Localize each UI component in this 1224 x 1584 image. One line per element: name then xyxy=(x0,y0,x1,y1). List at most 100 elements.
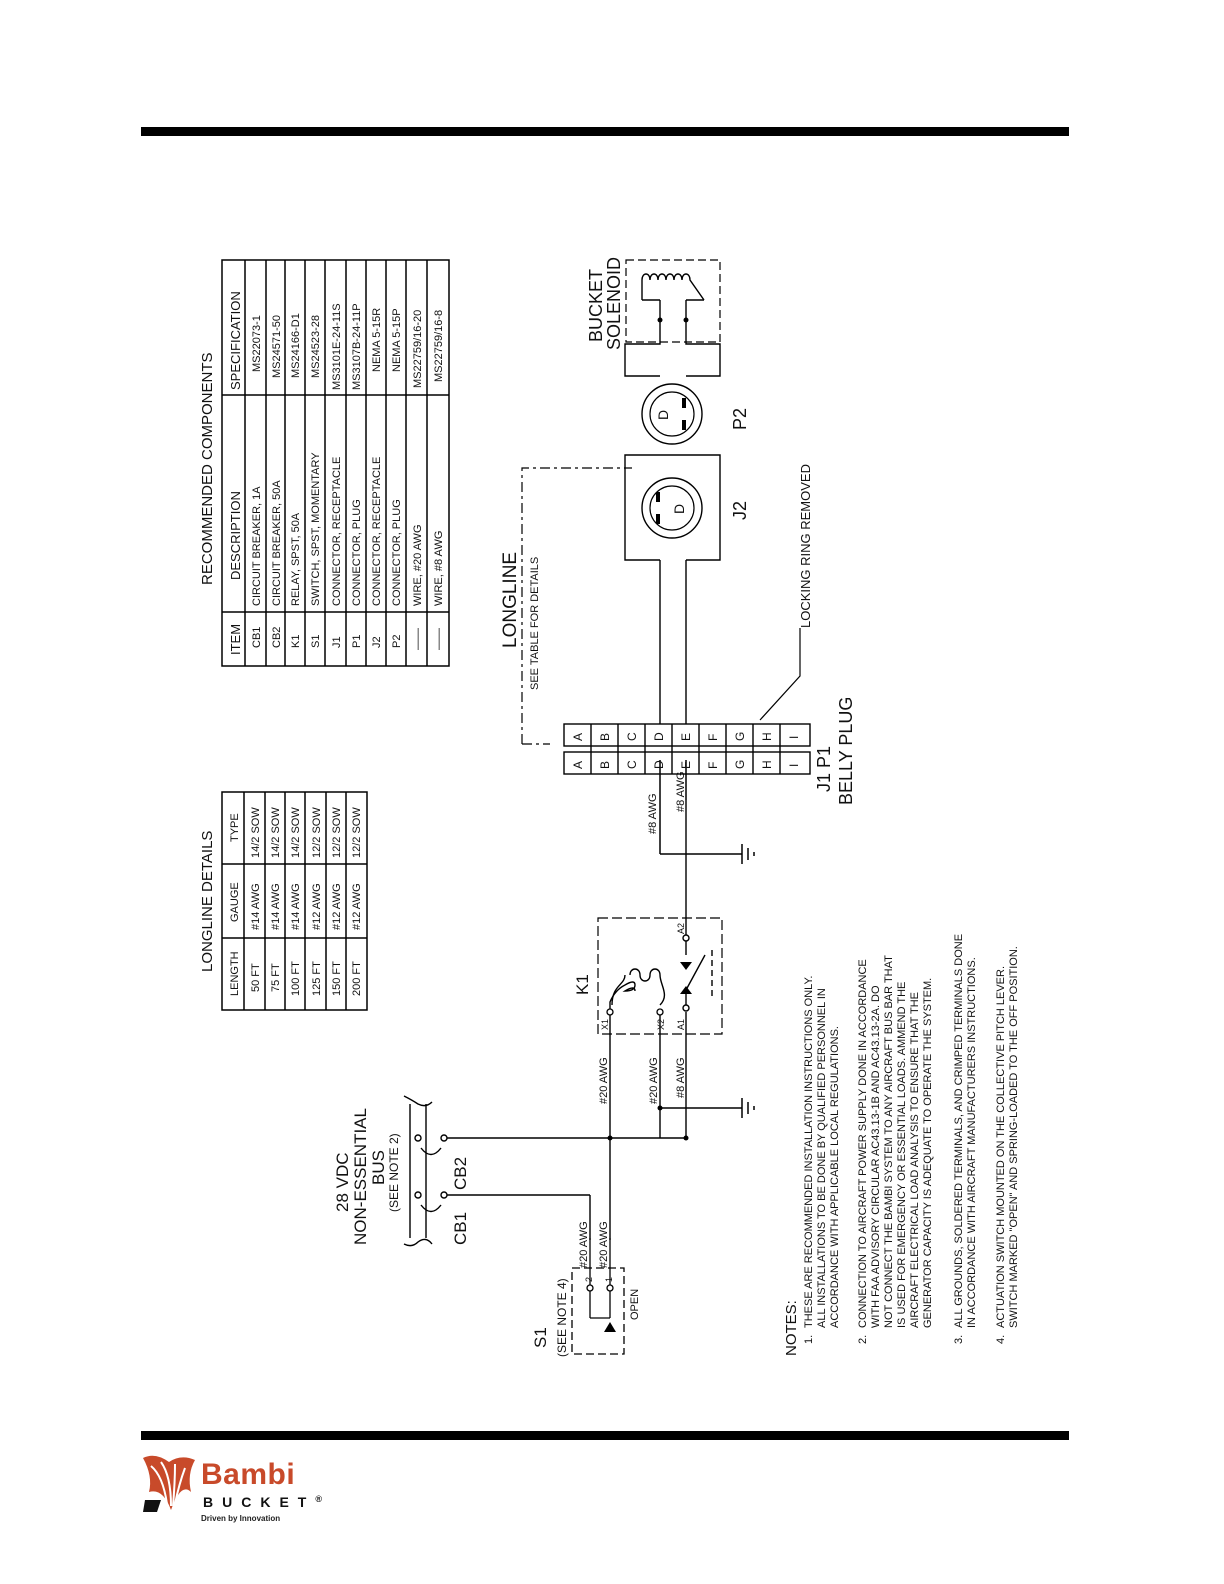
longline-cell: 12/2 SOW xyxy=(351,807,363,858)
wire-label-20awg-k1: #20 AWG xyxy=(598,1057,610,1104)
power-wires xyxy=(659,760,687,854)
longline: LONGLINE SEE TABLE FOR DETAILS xyxy=(500,454,721,745)
components-cell: J1 xyxy=(331,636,343,648)
note-line: ACTUATION SWITCH MOUNTED ON THE COLLECTI… xyxy=(995,966,1007,1328)
note-line: GENERATOR CAPACITY IS ADEQUATE TO OPERAT… xyxy=(922,978,934,1328)
components-cell: —— xyxy=(412,628,424,650)
p2-label: P2 xyxy=(730,408,750,430)
notes: NOTES: 1. THESE ARE RECOMMENDED INSTALLA… xyxy=(783,934,1020,1356)
bus-label-28vdc: 28 VDC xyxy=(333,1152,352,1212)
pin-j1: B xyxy=(598,761,612,769)
longline-cell: #14 AWG xyxy=(250,883,262,930)
components-cell: MS3107B-24-11P xyxy=(351,303,363,390)
components-cell: P1 xyxy=(351,635,363,648)
longline-cell: 75 FT xyxy=(270,963,282,992)
belly-plug-label: BELLY PLUG xyxy=(836,697,856,805)
longline-cell: 150 FT xyxy=(331,961,343,996)
longline-header-gauge: GAUGE xyxy=(229,882,241,922)
components-cell: CONNECTOR, RECEPTACLE xyxy=(331,457,343,606)
j1p1-label: J1 P1 xyxy=(814,746,834,792)
bambi-flame-icon xyxy=(143,1455,195,1512)
longline-header-length: LENGTH xyxy=(229,951,241,996)
components-cell: MS24166-D1 xyxy=(290,313,302,378)
k1-relay: K1 X1 X2 A1 A2 #20 AWG #20 AW xyxy=(573,800,723,1141)
bottom-rule xyxy=(141,1431,1069,1440)
components-table-title: RECOMMENDED COMPONENTS xyxy=(199,352,216,585)
longline-cell: #14 AWG xyxy=(290,883,302,930)
components-header-description: DESCRIPTION xyxy=(228,491,243,580)
bambi-bucket-logo: Bambi BUCKET® Driven by Innovation xyxy=(141,1444,341,1528)
s1-note: (SEE NOTE 4) xyxy=(555,1278,569,1357)
note-line: ALL INSTALLATIONS TO BE DONE BY QUALIFIE… xyxy=(816,988,828,1328)
wire-label-20awg-x2: #20 AWG xyxy=(648,1057,660,1104)
k1-label: K1 xyxy=(573,974,592,995)
longline-cell: #12 AWG xyxy=(311,883,323,930)
pin-j1: H xyxy=(760,760,774,769)
cb1-breaker xyxy=(414,1191,590,1213)
longline-cell: 12/2 SOW xyxy=(311,807,323,858)
components-cell: WIRE, #20 AWG xyxy=(412,524,424,606)
components-cell: CIRCUIT BREAKER, 1A xyxy=(251,486,263,606)
note-line: CONNECTION TO AIRCRAFT POWER SUPPLY DONE… xyxy=(857,959,869,1328)
longline-cell: 125 FT xyxy=(311,961,323,996)
note-line: IN ACCORDANCE WITH AIRCRAFT MANUFACTURER… xyxy=(966,957,978,1328)
longline-cell: #12 AWG xyxy=(351,883,363,930)
components-cell: CONNECTOR, PLUG xyxy=(391,499,403,606)
components-cell: —— xyxy=(433,628,445,650)
locking-ring-label: LOCKING RING REMOVED xyxy=(798,464,813,628)
components-cell: NEMA 5-15R xyxy=(371,308,383,372)
solenoid-label-bucket: BUCKET xyxy=(586,269,606,342)
k1-x2-label: X2 xyxy=(656,1019,666,1030)
cb2-breaker xyxy=(414,1134,686,1156)
bus-label-bus: BUS xyxy=(369,1150,388,1185)
k1-x1-label: X1 xyxy=(600,1019,610,1030)
note-line: THESE ARE RECOMMENDED INSTALLATION INSTR… xyxy=(803,976,815,1328)
components-cell: MS22759/16-8 xyxy=(433,310,445,382)
components-cell: MS24571-50 xyxy=(271,315,283,378)
longline-cell: #12 AWG xyxy=(331,883,343,930)
p2-plug: D P2 xyxy=(624,320,750,445)
components-cell: K1 xyxy=(290,635,302,648)
pin-p1: E xyxy=(679,733,693,741)
s1-label: S1 xyxy=(531,1327,550,1348)
wire-label-8awg-d: #8 AWG xyxy=(647,793,659,834)
cb2-label: CB2 xyxy=(451,1157,470,1190)
note-line: NOT CONNECT THE BAMBI SYSTEM TO ANY AIRC… xyxy=(883,955,895,1328)
pin-j1: E xyxy=(679,761,693,769)
pin-p1: G xyxy=(733,732,747,741)
wire-label-8awg-a1: #8 AWG xyxy=(675,1057,687,1098)
wire-label-20awg-s1a: #20 AWG xyxy=(578,1221,590,1268)
s1-open-label: OPEN xyxy=(629,1289,641,1320)
pin-p1: C xyxy=(625,732,639,741)
logo-word-bambi: Bambi xyxy=(201,1458,296,1491)
longline-table-title: LONGLINE DETAILS xyxy=(199,831,216,972)
components-cell: CB2 xyxy=(271,627,283,648)
components-cell: MS22759/16-20 xyxy=(412,310,424,388)
wire-label-8awg-e: #8 AWG xyxy=(675,771,687,812)
note-number: 1. xyxy=(803,1335,815,1344)
pin-p1: A xyxy=(571,733,585,741)
pin-j1: A xyxy=(571,761,585,769)
longline-cell: 14/2 SOW xyxy=(250,807,262,858)
note-line: SWITCH MARKED "OPEN" AND SPRING-LOADED T… xyxy=(1008,946,1020,1328)
note-number: 3. xyxy=(953,1335,965,1344)
recommended-components-table: RECOMMENDED COMPONENTS ITEM DESCRIPTION … xyxy=(199,259,450,667)
j2-label: J2 xyxy=(730,501,750,520)
components-cell: NEMA 5-15P xyxy=(391,308,403,372)
pin-p1: F xyxy=(706,734,720,741)
note-line: AIRCRAFT ELECTRICAL LOAD ANALYSIS TO ENS… xyxy=(909,992,921,1328)
longline-cell: 200 FT xyxy=(351,961,363,996)
note-line: IS USED FOR EMERGENCY OR ESSENTIAL LOADS… xyxy=(896,982,908,1328)
solenoid-label-solenoid: SOLENOID xyxy=(604,257,624,350)
ground-symbols xyxy=(660,844,755,1118)
j2-d-glyph: D xyxy=(671,504,687,514)
pin-j1: D xyxy=(652,760,666,769)
components-cell: MS3101E-24-11S xyxy=(331,303,343,390)
longline-cell: #14 AWG xyxy=(270,883,282,930)
longline-label: LONGLINE xyxy=(500,552,521,648)
components-cell: MS24523-28 xyxy=(310,315,322,378)
components-header-item: ITEM xyxy=(228,624,243,655)
components-cell: CIRCUIT BREAKER, 50A xyxy=(271,480,283,606)
logo-tagline: Driven by Innovation xyxy=(201,1514,281,1523)
